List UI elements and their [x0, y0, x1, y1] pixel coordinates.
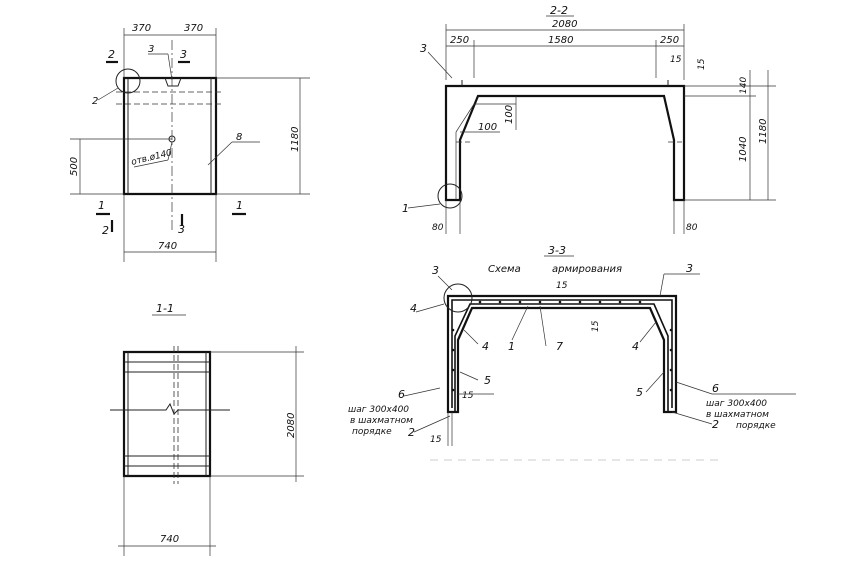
pos-label-6-right: 6 [712, 382, 719, 395]
section-3-3-subtitle-1: Схема [488, 264, 521, 275]
leader-line [167, 53, 173, 81]
leader-line [675, 381, 713, 395]
section-2-2-outline [444, 84, 686, 202]
pos-label-3: 3 [148, 44, 154, 55]
note-left-2: в шахматном [350, 416, 413, 426]
dim-370-left: 370 [132, 23, 151, 34]
dim-250-left: 250 [450, 35, 469, 46]
section-3-3-title: 3-3 [548, 244, 566, 257]
leader-line [415, 303, 445, 313]
front-view: 370 370 2 3 3 2 8 отв.ø140 500 1180 740 [69, 23, 310, 262]
leader-line [459, 371, 479, 381]
cut-label-1-right: 1 [236, 199, 243, 212]
pos-label-2-right: 2 [712, 418, 719, 431]
dim-740: 740 [160, 534, 179, 545]
dim-15-left: 15 [462, 391, 474, 401]
leader-line [671, 411, 713, 425]
leader-line [645, 371, 665, 393]
cut-label-2-top: 2 [108, 48, 115, 61]
dim-15-mid: 15 [591, 320, 601, 332]
rebar-inner [454, 303, 669, 412]
leader-line [463, 329, 479, 345]
break-line [110, 402, 230, 415]
cut-label-1-left: 1 [98, 199, 105, 212]
pos-label-1: 1 [402, 202, 409, 215]
dim-500: 500 [69, 157, 80, 176]
section-2-2: 2-2 2080 250 1580 250 100 100 14 [402, 4, 776, 234]
pos-label-4-inner: 4 [482, 340, 489, 353]
leader-line [437, 275, 453, 291]
section-3-3: 3-3 Схема армирования 3 3 4 4 [348, 244, 796, 461]
section-3-3-subtitle-2: армирования [552, 264, 622, 275]
cut-label-3-bottom: 3 [178, 223, 185, 236]
dim-100-vertical: 100 [504, 105, 515, 124]
pos-label-2-left: 2 [408, 426, 415, 439]
note-right-3: порядке [736, 421, 776, 431]
pos-label-3: 3 [420, 42, 427, 55]
pos-label-4-left: 4 [410, 302, 417, 315]
cut-label-3-top: 3 [180, 48, 187, 61]
leader-line [539, 305, 547, 347]
leader-line [511, 305, 529, 341]
leader-line [407, 203, 441, 209]
leader-line [427, 51, 453, 79]
leader-line [167, 141, 173, 161]
front-view-notch [164, 77, 182, 87]
detail-circle-2 [115, 68, 141, 94]
leader-line [133, 159, 169, 168]
section-1-1-title: 1-1 [156, 302, 174, 315]
leader-line [639, 321, 657, 343]
dim-1040: 1040 [738, 137, 749, 162]
front-view-outline [122, 76, 218, 196]
dim-15-top: 15 [670, 55, 682, 65]
leader-line [97, 87, 119, 101]
dim-100-horizontal: 100 [478, 122, 497, 133]
pos-label-3-right: 3 [686, 262, 693, 275]
dim-15-side: 15 [697, 58, 707, 70]
leader-line [403, 387, 441, 397]
dim-15-top: 15 [556, 281, 568, 291]
dim-250-right: 250 [660, 35, 679, 46]
pos-label-3-left: 3 [432, 264, 439, 277]
dim-140: 140 [739, 77, 749, 94]
note-left-1: шаг 300х400 [348, 405, 409, 415]
note-right-1: шаг 300х400 [706, 399, 767, 409]
pos-label-1: 1 [508, 340, 515, 353]
note-left-3: порядке [352, 427, 392, 437]
pos-label-5-left: 5 [484, 374, 491, 387]
section-2-2-title: 2-2 [550, 4, 568, 17]
dim-370-right: 370 [184, 23, 203, 34]
dim-1580: 1580 [548, 35, 573, 46]
dim-740: 740 [158, 241, 177, 252]
dim-1180: 1180 [290, 127, 301, 152]
dim-15-bottom: 15 [430, 435, 442, 445]
note-right-2: в шахматном [706, 410, 769, 420]
section-1-1: 1-1 2080 740 [110, 302, 304, 556]
cut-label-2-bottom: 2 [102, 224, 109, 237]
pos-label-8: 8 [236, 132, 242, 143]
pos-label-4-right: 4 [632, 340, 639, 353]
leader-line [659, 273, 665, 297]
pos-label-5-right: 5 [636, 386, 643, 399]
leader-line [207, 141, 233, 166]
leader-line [413, 415, 451, 433]
inner-line [455, 103, 516, 133]
detail-circle-3 [443, 283, 473, 313]
dim-2080: 2080 [286, 413, 297, 438]
detail-circle-1 [437, 183, 463, 209]
dim-1180: 1180 [758, 119, 769, 144]
section-1-1-outline [122, 350, 212, 478]
hole-label: отв.ø140 [130, 148, 173, 168]
rebar-dots [451, 300, 673, 392]
pos-label-2: 2 [92, 96, 98, 107]
pos-label-6-left: 6 [398, 388, 405, 401]
pos-label-7: 7 [556, 340, 563, 353]
dim-80-left: 80 [432, 223, 444, 233]
rebar-cage [451, 299, 673, 408]
dim-80-right: 80 [686, 223, 698, 233]
dim-2080: 2080 [552, 19, 577, 30]
